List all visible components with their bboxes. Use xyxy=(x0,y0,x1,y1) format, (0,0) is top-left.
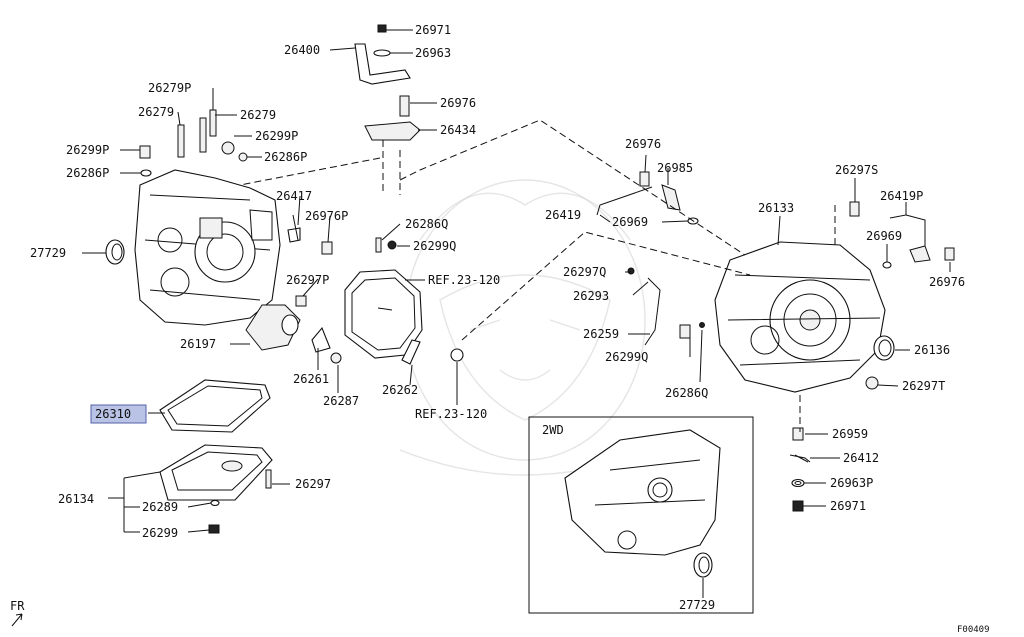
label-26976P[interactable]: 26976P xyxy=(305,209,348,223)
label-figure-code: F00409 xyxy=(957,625,990,635)
label-26197[interactable]: 26197 xyxy=(180,337,216,351)
pipe-plugs-middle[interactable] xyxy=(295,237,397,307)
label-26136[interactable]: 26136 xyxy=(914,343,950,357)
bracket-26417[interactable] xyxy=(287,214,333,255)
label-26976-a[interactable]: 26976 xyxy=(440,96,476,110)
highlight-26310 xyxy=(90,404,147,424)
label-26417[interactable]: 26417 xyxy=(276,189,312,203)
oil-seal-27729-left[interactable] xyxy=(105,239,125,265)
label-26963[interactable]: 26963 xyxy=(415,46,451,60)
bracket-26400[interactable] xyxy=(354,24,421,141)
label-26419[interactable]: 26419 xyxy=(545,208,581,222)
label-26434[interactable]: 26434 xyxy=(440,123,476,137)
inset-2wd xyxy=(528,416,754,614)
label-26279-b[interactable]: 26279 xyxy=(240,108,276,122)
label-26299Q-b[interactable]: 26299Q xyxy=(605,350,648,364)
label-26297T[interactable]: 26297T xyxy=(902,379,945,393)
solenoid-26197[interactable] xyxy=(245,304,301,351)
label-26400[interactable]: 26400 xyxy=(284,43,320,57)
label-26133[interactable]: 26133 xyxy=(758,201,794,215)
label-26134[interactable]: 26134 xyxy=(58,492,94,506)
label-26261[interactable]: 26261 xyxy=(293,372,329,386)
label-26262[interactable]: 26262 xyxy=(382,383,418,397)
label-26985[interactable]: 26985 xyxy=(657,161,693,175)
leader-lines xyxy=(82,29,951,598)
oil-pan-26134[interactable] xyxy=(159,444,273,534)
label-26259[interactable]: 26259 xyxy=(583,327,619,341)
label-26971-b[interactable]: 26971 xyxy=(830,499,866,513)
label-26297Q[interactable]: 26297Q xyxy=(563,265,606,279)
label-inset-2wd: 2WD xyxy=(542,423,564,437)
label-26286P-a[interactable]: 26286P xyxy=(264,150,307,164)
label-26959[interactable]: 26959 xyxy=(832,427,868,441)
right-parts-stack[interactable] xyxy=(789,427,811,512)
label-ref-23-120-a[interactable]: REF.23-120 xyxy=(428,273,500,287)
label-26412[interactable]: 26412 xyxy=(843,451,879,465)
label-26286Q-2[interactable]: 26286Q xyxy=(665,386,708,400)
right-small-parts[interactable] xyxy=(627,171,955,390)
transaxle-housing-26133[interactable] xyxy=(714,241,886,393)
label-26286Q[interactable]: 26286Q xyxy=(405,217,448,231)
label-27729-a[interactable]: 27729 xyxy=(30,246,66,260)
label-26976-c[interactable]: 26976 xyxy=(929,275,965,289)
label-26971[interactable]: 26971 xyxy=(415,23,451,37)
label-fr: FR xyxy=(10,599,25,613)
label-26976-b[interactable]: 26976 xyxy=(625,137,661,151)
label-26279-a[interactable]: 26279 xyxy=(138,105,174,119)
label-26286P-b[interactable]: 26286P xyxy=(66,166,109,180)
label-26969-a[interactable]: 26969 xyxy=(612,215,648,229)
label-26287[interactable]: 26287 xyxy=(323,394,359,408)
transaxle-case-left[interactable] xyxy=(134,169,281,326)
gasket-26310[interactable] xyxy=(159,379,271,433)
oil-seal-26136[interactable] xyxy=(873,335,895,361)
label-26297P[interactable]: 26297P xyxy=(286,273,329,287)
cover-gasket-ref[interactable] xyxy=(344,269,464,365)
label-27729-b[interactable]: 27729 xyxy=(679,598,715,612)
label-26963P[interactable]: 26963P xyxy=(830,476,873,490)
label-26293[interactable]: 26293 xyxy=(573,289,609,303)
plate-26261[interactable] xyxy=(311,326,342,364)
label-26297[interactable]: 26297 xyxy=(295,477,331,491)
label-26299P-a[interactable]: 26299P xyxy=(255,129,298,143)
label-26297S[interactable]: 26297S xyxy=(835,163,878,177)
label-26310[interactable]: 26310 xyxy=(95,407,131,421)
label-26299Q-a[interactable]: 26299Q xyxy=(413,239,456,253)
label-26289[interactable]: 26289 xyxy=(142,500,178,514)
stud-26279-group[interactable] xyxy=(139,109,248,177)
label-26279P[interactable]: 26279P xyxy=(148,81,191,95)
label-26969-b[interactable]: 26969 xyxy=(866,229,902,243)
label-ref-23-120-b[interactable]: REF.23-120 xyxy=(415,407,487,421)
label-26299P-b[interactable]: 26299P xyxy=(66,143,109,157)
part-labels: 26971 26400 26963 26279P 26279 26279 269… xyxy=(10,23,990,635)
label-26419P[interactable]: 26419P xyxy=(880,189,923,203)
fr-arrow-icon xyxy=(11,613,23,627)
label-26299[interactable]: 26299 xyxy=(142,526,178,540)
